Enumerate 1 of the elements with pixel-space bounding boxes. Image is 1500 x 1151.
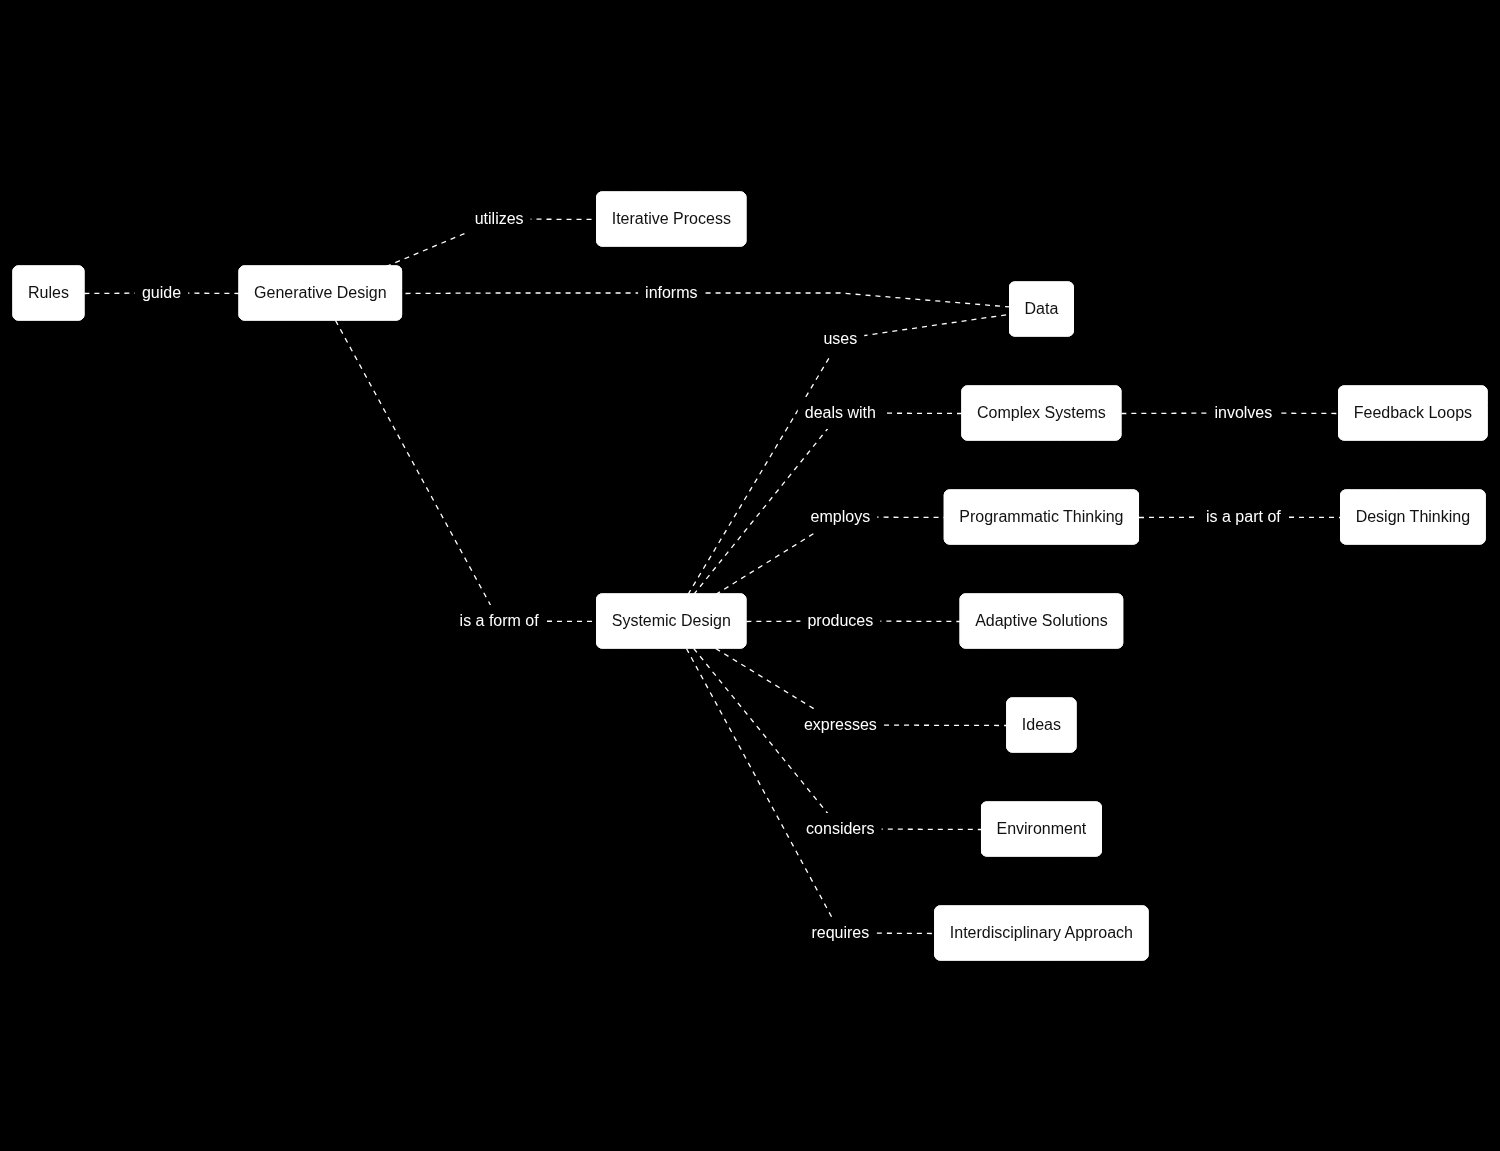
connector	[693, 647, 983, 830]
